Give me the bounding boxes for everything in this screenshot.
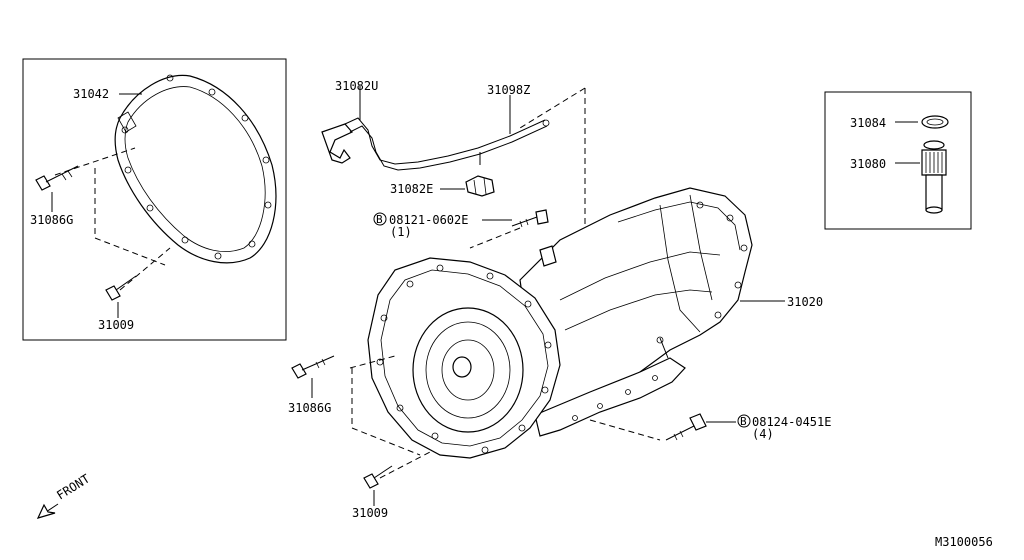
bolt-08121-0602e: [511, 209, 549, 228]
bolt-top-marker: B: [376, 213, 383, 226]
seal-ring-31084: [921, 115, 949, 129]
label-31042: 31042: [73, 87, 109, 101]
label-31080: 31080: [850, 157, 886, 171]
label-31009-main: 31009: [352, 506, 388, 520]
label-31082e: 31082E: [390, 182, 433, 196]
label-31084: 31084: [850, 116, 886, 130]
label-31082u: 31082U: [335, 79, 378, 93]
label-bolt-top-qty: (1): [390, 225, 412, 239]
oil-pipe-assembly: [321, 86, 550, 171]
label-bolt-bottom-qty: (4): [752, 427, 774, 441]
bolt-31009-main: [363, 465, 393, 489]
front-label: FRONT: [54, 472, 92, 503]
inset-box-right: 31084 31080: [824, 91, 972, 230]
bolt-31086g-main: [291, 355, 335, 379]
bolt-bottom-marker: B: [740, 415, 747, 428]
label-bolt-08124-0451e: 08124-0451E: [752, 415, 831, 429]
diagram-code: M3100056: [935, 535, 993, 549]
label-31009-inset: 31009: [98, 318, 134, 332]
front-arrow-icon: [36, 503, 59, 519]
label-31020: 31020: [787, 295, 823, 309]
bolt-31009-inset: [105, 275, 137, 301]
shaft-31080: [921, 140, 947, 214]
inset-box-left: 31042 31086G 31009: [22, 58, 287, 341]
label-bolt-08121-0602e: 08121-0602E: [389, 213, 468, 227]
gasket-cover-31042: [114, 74, 277, 264]
bolt-08124-0451e: [665, 413, 707, 441]
clip-31082e: [465, 175, 495, 197]
label-31086g-main: 31086G: [288, 401, 331, 415]
label-31098z: 31098Z: [487, 83, 530, 97]
transmission-assembly-31020: [367, 187, 753, 459]
label-31086g-inset: 31086G: [30, 213, 73, 227]
bolt-31086g-inset: [35, 165, 79, 191]
